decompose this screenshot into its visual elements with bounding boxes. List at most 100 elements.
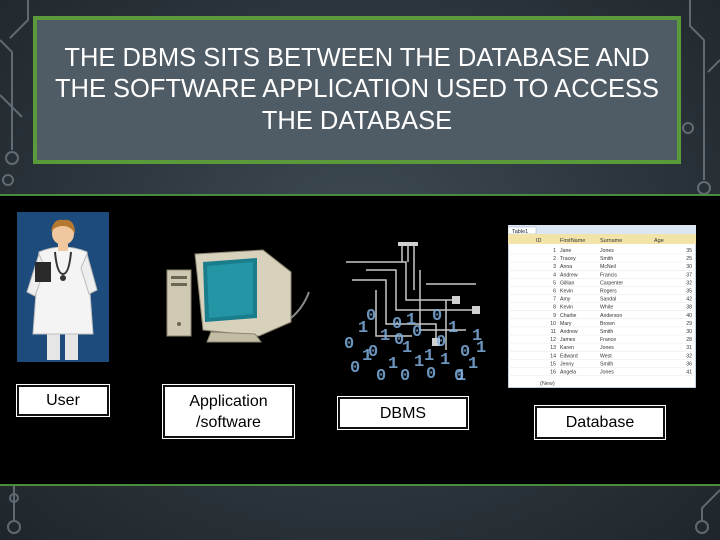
table-cell: Rogers bbox=[600, 289, 617, 295]
table-new-row: (New) bbox=[540, 381, 555, 387]
table-cell: Kevin bbox=[560, 289, 573, 295]
table-cell: 37 bbox=[686, 272, 692, 278]
table-cell: Edward bbox=[560, 353, 578, 359]
table-cell: Francis bbox=[600, 272, 617, 278]
binary-digit: 0 bbox=[344, 335, 354, 354]
table-cell: 41 bbox=[686, 370, 692, 376]
table-cell: 3 bbox=[553, 264, 556, 270]
table-cell: 8 bbox=[553, 305, 556, 311]
binary-digit: 0 bbox=[432, 307, 442, 326]
table-cell: 4 bbox=[553, 272, 556, 278]
table-cell: 35 bbox=[686, 289, 692, 295]
table-cell: Andrew bbox=[560, 329, 578, 335]
binary-digit: 0 bbox=[436, 333, 446, 352]
table-header-cell: FirstName bbox=[560, 238, 585, 244]
dbms-label: DBMS bbox=[337, 396, 469, 430]
table-cell: Jones bbox=[600, 248, 614, 254]
doctor-person-icon bbox=[17, 212, 109, 362]
binary-digit: 1 bbox=[362, 347, 372, 366]
table-cell: 36 bbox=[686, 361, 692, 367]
binary-digit: 1 bbox=[380, 327, 390, 346]
table-cell: 6 bbox=[553, 289, 556, 295]
table-cell: 15 bbox=[550, 361, 556, 367]
binary-digit: 1 bbox=[388, 355, 398, 374]
table-cell: Jane bbox=[560, 248, 571, 254]
binary-digit: 1 bbox=[472, 327, 482, 346]
table-cell: Sandal bbox=[600, 297, 616, 303]
table-cell: Amy bbox=[560, 297, 571, 303]
table-cell: James bbox=[560, 337, 576, 343]
table-cell: 12 bbox=[550, 337, 556, 343]
table-cell: Jones bbox=[600, 345, 614, 351]
application-label: Application /software bbox=[162, 384, 295, 439]
table-cell: 11 bbox=[551, 329, 556, 335]
table-cell: 42 bbox=[686, 297, 692, 303]
title-box: THE DBMS SITS BETWEEN THE DATABASE AND T… bbox=[33, 16, 681, 164]
table-header-cell: Age bbox=[654, 238, 664, 244]
table-cell: 40 bbox=[686, 313, 692, 319]
table-cell: Anderson bbox=[600, 313, 622, 319]
binary-digit: 1 bbox=[456, 367, 466, 386]
table-cell: 16 bbox=[550, 370, 556, 376]
binary-digit: 1 bbox=[406, 311, 416, 330]
binary-digit: 1 bbox=[468, 355, 478, 374]
table-cell: 25 bbox=[686, 256, 692, 262]
table-cell: West bbox=[600, 353, 612, 359]
table-cell: 31 bbox=[686, 345, 692, 351]
binary-digit: 1 bbox=[448, 319, 458, 338]
table-cell: 30 bbox=[686, 264, 692, 270]
table-cell: Kevin bbox=[560, 305, 573, 311]
table-cell: 29 bbox=[686, 321, 692, 327]
table-cell: Karen bbox=[560, 345, 574, 351]
binary-digit: 1 bbox=[414, 353, 424, 372]
table-cell: 14 bbox=[550, 353, 556, 359]
table-cell: 32 bbox=[686, 280, 692, 286]
table-cell: 13 bbox=[550, 345, 556, 351]
table-cell: Charlie bbox=[560, 313, 577, 319]
table-cell: 7 bbox=[553, 297, 556, 303]
table-cell: White bbox=[600, 305, 613, 311]
table-cell: France bbox=[600, 337, 616, 343]
table-cell: Brown bbox=[600, 321, 615, 327]
computer-icon bbox=[166, 249, 310, 343]
table-cell: Carpenter bbox=[600, 280, 623, 286]
table-cell: Smith bbox=[600, 361, 613, 367]
table-cell: 10 bbox=[550, 321, 556, 327]
binary-digit: 0 bbox=[412, 323, 422, 342]
binary-digit: 1 bbox=[440, 351, 450, 370]
user-label: User bbox=[16, 384, 110, 417]
table-cell: 28 bbox=[686, 337, 692, 343]
binary-digit: 0 bbox=[460, 343, 470, 362]
table-cell: 5 bbox=[553, 280, 556, 286]
slide-title: THE DBMS SITS BETWEEN THE DATABASE AND T… bbox=[54, 44, 660, 135]
table-cell: Smith bbox=[600, 329, 613, 335]
binary-digit: 0 bbox=[376, 367, 386, 386]
table-cell: 38 bbox=[686, 305, 692, 311]
table-cell: 32 bbox=[686, 353, 692, 359]
binary-digit: 0 bbox=[454, 367, 464, 386]
table-cell: Jones bbox=[600, 370, 614, 376]
table-cell: 35 bbox=[686, 248, 692, 254]
table-cell: 9 bbox=[553, 313, 556, 319]
table-header-cell: Surname bbox=[600, 238, 622, 244]
table-header-cell: ID bbox=[536, 238, 542, 244]
table-cell: McNeil bbox=[600, 264, 616, 270]
binary-digit: 1 bbox=[402, 339, 412, 358]
table-cell: Gillian bbox=[560, 280, 575, 286]
table-cell: Anna bbox=[560, 264, 572, 270]
binary-digit: 0 bbox=[394, 331, 404, 350]
table-cell: Mary bbox=[560, 321, 572, 327]
table-cell: Tracey bbox=[560, 256, 576, 262]
binary-digit: 1 bbox=[424, 347, 434, 366]
binary-digit: 0 bbox=[366, 307, 376, 326]
table-cell: 30 bbox=[686, 329, 692, 335]
database-label: Database bbox=[534, 405, 666, 440]
table-cell: 2 bbox=[553, 256, 556, 262]
binary-digit: 1 bbox=[476, 339, 486, 358]
binary-digit: 0 bbox=[426, 365, 436, 384]
binary-digit: 0 bbox=[368, 343, 378, 362]
binary-digit: 0 bbox=[400, 367, 410, 386]
